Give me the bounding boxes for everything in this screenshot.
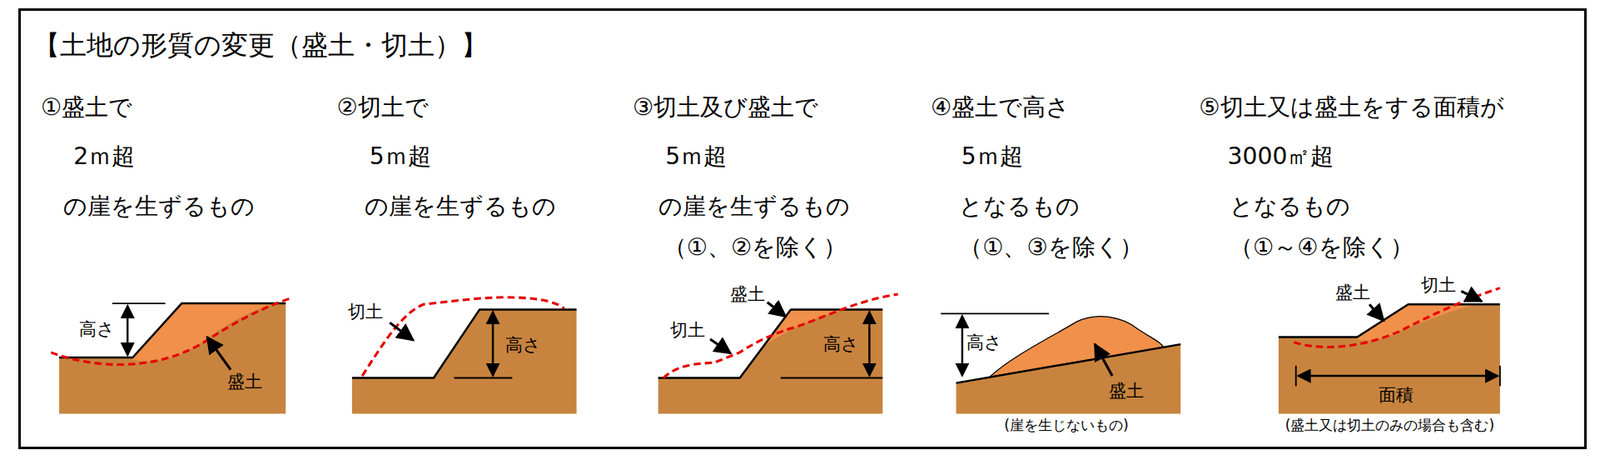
condition-text: 5ｍ超 — [665, 142, 727, 171]
fill-soil — [989, 316, 1163, 378]
ground — [352, 308, 577, 413]
part-label: 高さ — [966, 331, 1003, 353]
part-label: 高さ — [505, 334, 542, 356]
leader-line — [767, 302, 786, 317]
condition-text: ⑤切土又は盛土をする面積が — [1198, 93, 1504, 122]
part-label: 高さ — [79, 318, 115, 339]
condition-text: ③切土及び盛土で — [632, 93, 819, 122]
original-ground — [362, 297, 565, 376]
note-text: (崖を生じないもの) — [1003, 416, 1128, 434]
title-text: 【土地の形質の変更（盛土・切土）】 — [33, 29, 488, 61]
ground-surface — [352, 308, 577, 378]
condition-text: の崖を生ずるもの — [364, 192, 557, 221]
part-label: 切土 — [1421, 273, 1456, 295]
dimension-tick — [1295, 365, 1297, 387]
dimension-tick — [453, 377, 512, 379]
condition-text: （①～④を除く） — [1229, 233, 1414, 262]
ground-surface — [59, 303, 286, 358]
original-ground — [1293, 288, 1501, 348]
dimension-arrow — [961, 315, 964, 376]
ground — [658, 308, 884, 413]
leader-line — [389, 322, 413, 340]
ground-surface — [1278, 303, 1501, 337]
condition-text: ②切土で — [337, 93, 429, 122]
condition-text: となるもの — [959, 192, 1080, 221]
part-label: 切土 — [347, 300, 383, 322]
ground — [1278, 303, 1501, 413]
note-text: (盛土又は切土のみの場合も含む) — [1285, 416, 1495, 434]
dimension-tick — [1499, 365, 1501, 387]
leader-line — [1369, 303, 1384, 321]
condition-text: 3000㎡超 — [1227, 142, 1335, 171]
dimension-tick — [112, 302, 166, 304]
part-label: 盛土 — [227, 371, 263, 393]
leader-line — [710, 338, 731, 353]
dimension-arrow — [126, 305, 129, 356]
condition-text: 5ｍ超 — [369, 142, 432, 171]
part-label: 盛土 — [730, 283, 766, 305]
original-ground — [50, 298, 291, 365]
condition-text: 5ｍ超 — [961, 142, 1024, 171]
condition-text: ①盛土で — [40, 93, 133, 122]
part-label: 盛土 — [1108, 380, 1144, 402]
dimension-arrow — [868, 311, 870, 376]
leader-line — [1094, 343, 1113, 376]
part-label: 盛土 — [1335, 281, 1371, 303]
condition-text: （①、②を除く） — [663, 233, 848, 262]
original-ground — [663, 293, 899, 378]
ground — [59, 303, 286, 413]
part-label: 面積 — [1378, 384, 1414, 406]
condition-text: （①、③を除く） — [959, 233, 1143, 262]
condition-text: の崖を生ずるもの — [63, 192, 255, 221]
dimension-tick — [780, 377, 884, 379]
dimension-tick — [940, 312, 1049, 314]
condition-text: となるもの — [1229, 192, 1351, 221]
leader-line — [1460, 290, 1482, 301]
condition-text: の崖を生ずるもの — [658, 192, 850, 221]
leader-line — [207, 337, 231, 370]
condition-text: 2ｍ超 — [73, 142, 135, 171]
ground-surface — [658, 308, 884, 378]
dimension-arrow — [491, 311, 494, 376]
condition-text: ④盛土で高さ — [930, 93, 1070, 122]
dimension-arrow — [1297, 374, 1498, 377]
part-label: 高さ — [823, 333, 860, 355]
part-label: 切土 — [670, 318, 706, 340]
